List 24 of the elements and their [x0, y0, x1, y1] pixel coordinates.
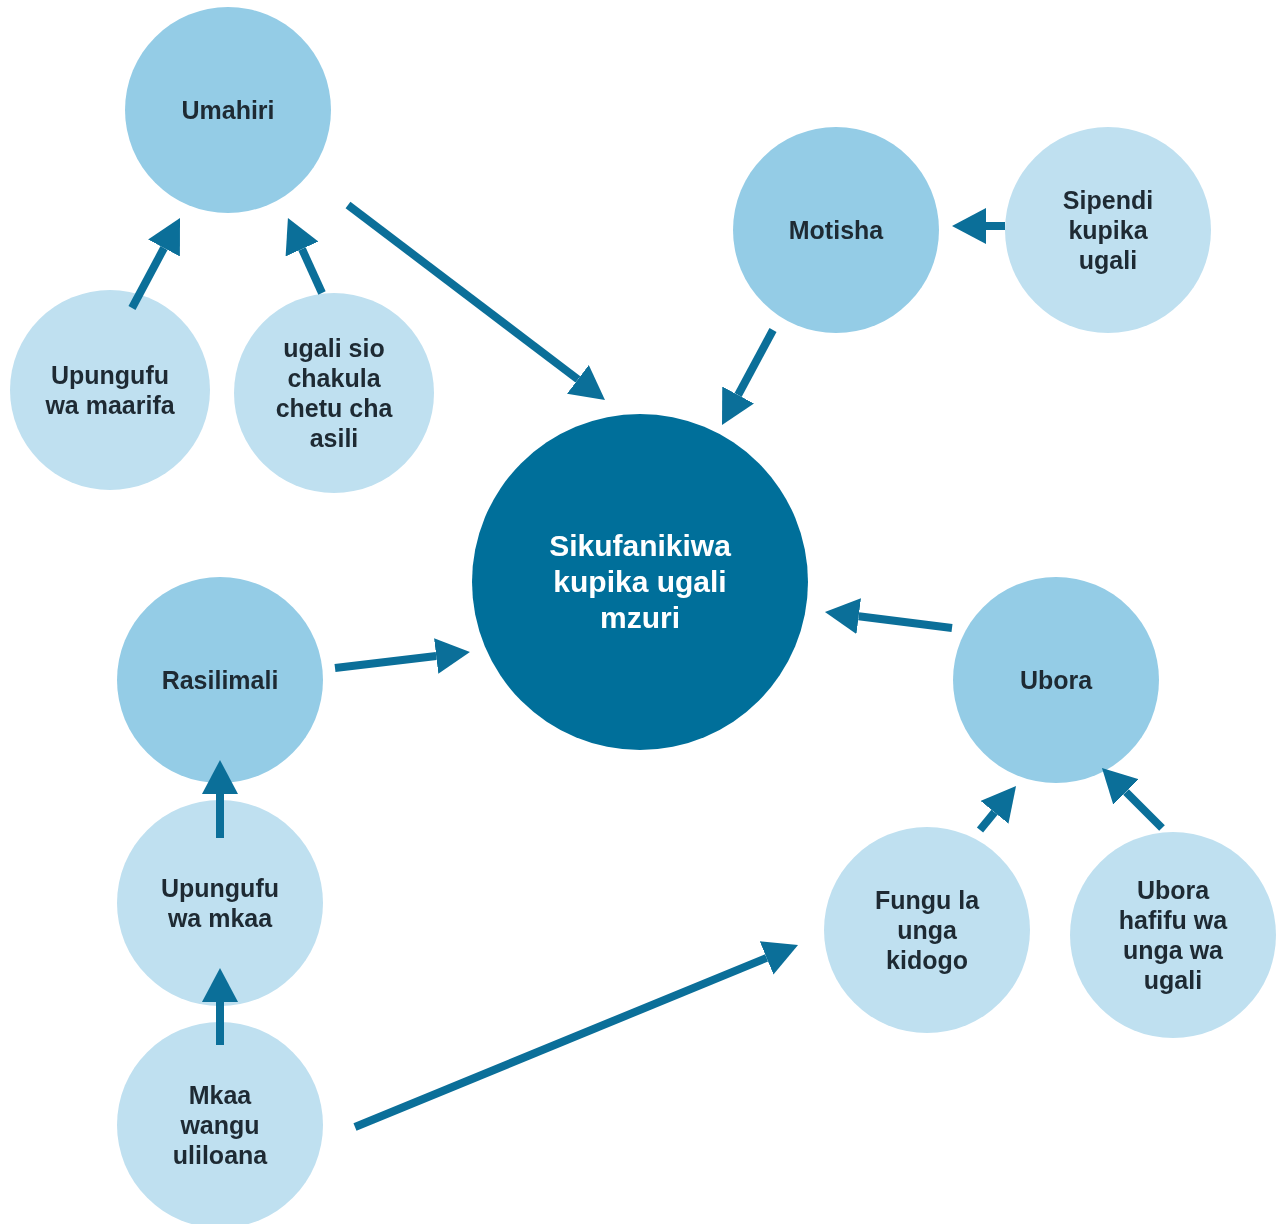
arrow: [824, 598, 953, 635]
arrow: [202, 760, 238, 838]
node-label: Motisha: [787, 215, 885, 245]
arrow: [345, 201, 605, 400]
arrow: [285, 218, 326, 295]
node-label: Sikufanikiwa kupika ugali mzuri: [548, 528, 732, 636]
node-label: Fungu la unga kidogo: [873, 885, 981, 975]
arrow: [353, 941, 799, 1131]
arrow: [202, 968, 238, 1045]
node-label: Mkaa wangu uliloana: [171, 1080, 269, 1170]
node-label: Sipendi kupika ugali: [1061, 185, 1155, 275]
node-label: Upungufu wa maarifa: [44, 360, 176, 420]
node-label: Ubora: [1018, 665, 1094, 695]
node-label: Ubora hafifu wa unga wa ugali: [1117, 875, 1229, 995]
arrow: [1101, 767, 1165, 831]
node-label: Umahiri: [180, 95, 276, 125]
node-label: ugali sio chakula chetu cha asili: [274, 333, 394, 453]
arrow: [976, 786, 1017, 833]
node-label: Rasilimali: [160, 665, 280, 695]
node-label: Upungufu wa mkaa: [160, 873, 280, 933]
arrow: [128, 218, 180, 310]
arrow: [952, 208, 1005, 244]
arrow: [334, 638, 470, 674]
arrow: [722, 328, 777, 425]
